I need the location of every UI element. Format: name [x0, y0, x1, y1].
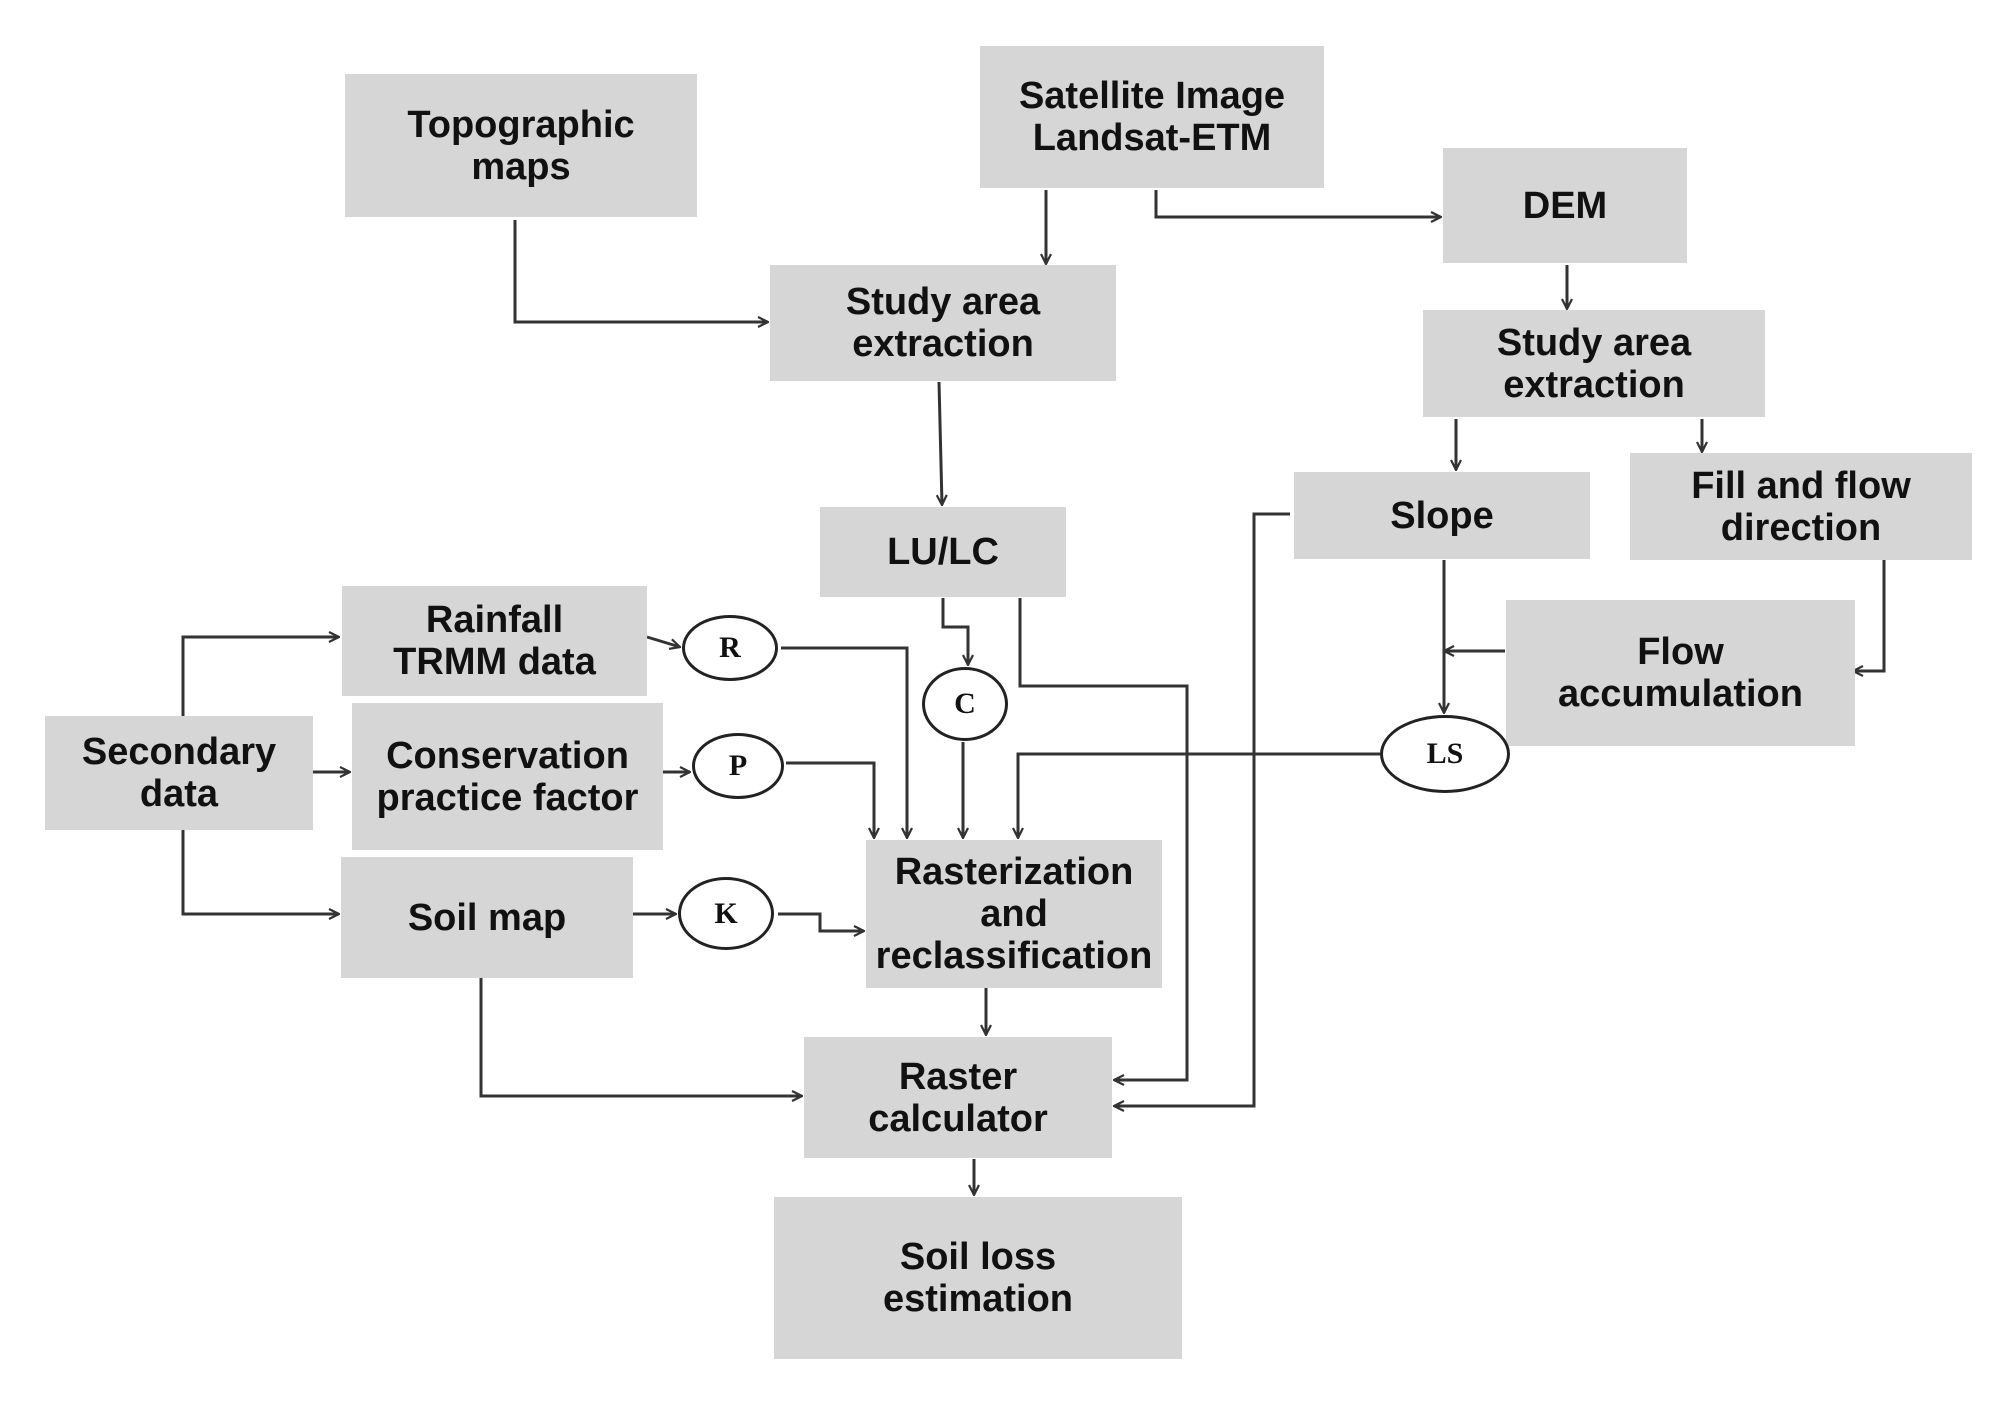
dem-label: DEM	[1522, 184, 1608, 227]
factor-p-label: P	[728, 749, 748, 782]
soil-loss-line2: estimation	[882, 1278, 1074, 1320]
satellite-image-box: Satellite Image Landsat-ETM	[980, 46, 1324, 188]
conservation-line2: practice factor	[376, 776, 639, 819]
study-area-right-line1: Study area	[1496, 321, 1692, 364]
arrow-secondary-to-rainfall	[181, 637, 339, 716]
soil-loss-estimation-box: Soil loss estimation	[774, 1197, 1182, 1359]
factor-ls-node: LS	[1380, 715, 1510, 793]
factor-k-node: K	[678, 877, 774, 950]
soil-map-box: Soil map	[341, 857, 633, 978]
raster-calculator-box: Raster calculator	[804, 1037, 1112, 1158]
factor-c-label: C	[954, 687, 976, 720]
rainfall-trmm-box: Rainfall TRMM data	[342, 586, 647, 696]
arrow-study-area-to-lulc	[939, 381, 942, 505]
secondary-data-line2: data	[139, 773, 219, 815]
study-area-left-line2: extraction	[852, 323, 1034, 365]
arrow-soil-map-to-raster-calculator	[479, 978, 802, 1096]
secondary-data-line1: Secondary	[81, 731, 277, 773]
arrow-slope-to-raster-calculator	[1114, 512, 1290, 1106]
arrow-fill-flow-to-flow-accumulation	[1853, 560, 1886, 671]
study-area-extraction-left-box: Study area extraction	[770, 265, 1116, 381]
factor-r-label: R	[719, 631, 741, 664]
lulc-box: LU/LC	[820, 507, 1066, 597]
raster-calculator-line1: Raster	[898, 1055, 1018, 1098]
flow-accumulation-line1: Flow	[1637, 631, 1724, 673]
secondary-data-box: Secondary data	[45, 716, 313, 830]
rasterization-line2: and	[980, 893, 1048, 935]
conservation-line1: Conservation	[386, 734, 629, 777]
study-area-right-line2: extraction	[1503, 363, 1685, 406]
slope-box: Slope	[1294, 472, 1590, 559]
soil-loss-line1: Soil loss	[899, 1236, 1057, 1278]
factor-p-node: P	[692, 733, 784, 799]
arrow-rainfall-to-r	[646, 635, 680, 647]
conservation-practice-factor-box: Conservation practice factor	[352, 703, 663, 850]
topographic-maps-box: Topographic maps	[345, 74, 697, 217]
soil-map-label: Soil map	[407, 896, 567, 939]
dem-box: DEM	[1443, 148, 1687, 263]
arrow-p-to-rasterization	[786, 761, 874, 838]
rasterization-line1: Rasterization	[894, 851, 1134, 893]
study-area-extraction-right-box: Study area extraction	[1423, 310, 1765, 417]
lulc-label: LU/LC	[887, 531, 999, 573]
satellite-image-line2: Landsat-ETM	[1032, 117, 1272, 159]
factor-c-node: C	[922, 667, 1008, 741]
rainfall-line2: TRMM data	[393, 641, 596, 683]
topographic-maps-line1: Topographic	[407, 103, 635, 146]
slope-label: Slope	[1390, 494, 1494, 537]
fill-flow-line1: Fill and flow	[1691, 464, 1911, 507]
rasterization-reclassification-box: Rasterization and reclassification	[866, 840, 1162, 988]
topographic-maps-line2: maps	[471, 145, 571, 188]
flow-accumulation-line2: accumulation	[1558, 673, 1803, 715]
arrow-topographic-to-study-area	[513, 220, 768, 322]
factor-ls-label: LS	[1426, 737, 1464, 770]
fill-and-flow-direction-box: Fill and flow direction	[1630, 453, 1972, 560]
arrow-lulc-to-raster-calculator	[1018, 598, 1189, 1080]
rainfall-line1: Rainfall	[425, 599, 564, 641]
arrow-ls-to-rasterization	[1018, 752, 1380, 838]
fill-flow-line2: direction	[1720, 506, 1882, 549]
flow-accumulation-box: Flow accumulation	[1506, 600, 1855, 746]
arrow-satellite-to-dem	[1154, 190, 1441, 217]
factor-k-label: K	[714, 896, 738, 930]
arrow-secondary-to-soil-map	[181, 830, 339, 914]
study-area-left-line1: Study area	[845, 281, 1041, 323]
raster-calculator-line2: calculator	[868, 1097, 1048, 1140]
arrow-k-to-rasterization	[778, 912, 864, 931]
satellite-image-line1: Satellite Image	[1018, 75, 1286, 117]
rasterization-line3: reclassification	[875, 935, 1153, 977]
arrow-r-to-rasterization	[781, 646, 907, 838]
arrow-lulc-to-c	[941, 598, 968, 665]
factor-r-node: R	[682, 615, 778, 681]
